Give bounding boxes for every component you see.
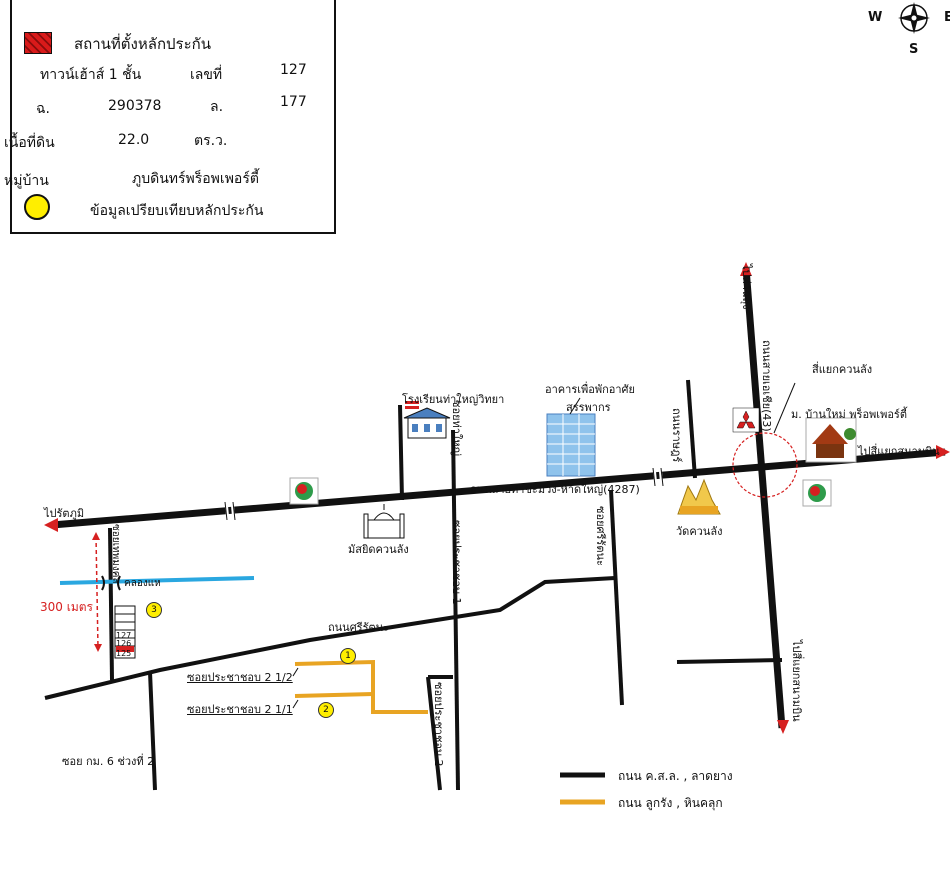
soi-km6 [148,671,157,791]
label-mosque: มัสยิดควนลัง [348,543,409,556]
comparable-marker-icon [24,194,50,220]
compass-south: S [909,42,919,57]
label-revenue-1: อาคารเพื่อพักอาศัย [545,383,635,396]
south-arrow-icon [777,720,789,734]
number-label: เลขที่ [190,67,223,83]
comparable-label: ข้อมูลเปรียบเทียบหลักประกัน [90,203,264,219]
mosque-icon [363,504,405,539]
soi-west [108,527,114,681]
row-127: 127 [116,631,132,640]
key-paved-label: ถนน ค.ส.ล. , ลาดยาง [618,769,733,783]
label-sriratana-road: ถนนศรีรัตนะ [328,621,390,634]
gravel-road-2 [294,692,374,698]
comparable-badge-3: 3 [146,602,162,618]
label-main-road: ถนนสายท่าชะมวง-หาดใหญ่(4287) [470,483,640,496]
soi-si-ratana [609,489,624,706]
chanote-label: ฉ. [36,101,50,117]
east-spur [676,658,783,664]
lot-label: ล. [210,99,224,115]
village-value: ภูบดินทร์พร็อพเพอร์ตี้ [132,171,259,187]
label-soi-prachachob-1: ซอยประชาชอบ 1 [450,520,463,605]
site-label: สถานที่ตั้งหลักประกัน [74,35,211,53]
label-soi-km6: ซอย กม. 6 ช่วงที่ 2 [62,755,155,768]
label-soi-thep-mongkon: ซอยเทพมงคล [110,524,121,584]
area-value: 22.0 [118,132,150,148]
label-school: โรงเรียนท่าใหญ่วิทยา [402,393,505,406]
comparable-badge-1: 1 [340,648,356,664]
highway-43 [742,267,786,729]
gravel-road-1 [294,659,428,714]
label-to-east: ไปสี่แยกสนามบิน [858,445,940,458]
sriratana-road [44,576,616,700]
soi-school [398,404,404,501]
label-soi-1-1: ซอยประชาชอบ 2 1/1 [187,703,293,716]
area-label: เนื้อที่ดิน [4,135,55,151]
east-arrow-icon [936,445,950,459]
label-to-south: ไปสี่แยกสนามบิน [790,640,803,722]
village-label: หมู่บ้าน [4,173,49,189]
soi-ratsadon [686,379,697,479]
label-canal: คลองแห [124,578,161,589]
label-distance: 300 เมตร [40,600,93,614]
label-revenue-2: สรรพากร [566,401,611,414]
label-soi-prachachob-2: ซอยประชาชอบ 2 [432,682,445,767]
row-125: 125 [116,649,132,658]
label-soi-tha-yai: ซอยท่าใหญ่ [450,400,463,456]
lot-value: 177 [280,94,307,110]
key-gravel-label: ถนน ลูกรัง , หินคลุก [618,796,723,810]
site-marker-icon [24,32,52,54]
label-road-ratsadon: ถนนราษฎร์ [670,408,683,463]
village-house-icon [805,417,857,463]
label-temple: วัดควนลัง [676,525,723,538]
comparable-badge-2: 2 [318,702,334,718]
north-arrow-icon [740,262,752,276]
chanote-value: 290378 [108,98,162,114]
label-soi-si-ratana: ซอยศรีรัตนะ [594,506,607,566]
school-icon [403,401,451,439]
label-village: ม. บ้านใหม่ พร็อพเพอร์ตี้ [791,408,907,421]
label-soi-1-2: ซอยประชาชอบ 2 1/2 [187,671,293,684]
soi-prachachob-2 [426,676,442,791]
label-road-43: ถนนสายเอเชีย(43) [760,340,773,432]
compass-icon: W E S [868,0,950,60]
gas-station-icon [289,477,319,505]
mitsubishi-logo-icon [732,407,760,433]
site-marker [116,646,134,652]
label-to-rat-phum: ไปรัตภูมิ [44,507,85,520]
soi-tha-yai [451,429,460,791]
compass-east: E [944,10,950,25]
main-road [51,448,946,529]
legend-box: สถานที่ตั้งหลักประกัน ทาวน์เฮ้าส์ 1 ชั้น… [4,0,336,234]
revenue-building-icon [546,397,596,477]
label-to-north: ไปท่าฉลุง [740,264,753,310]
distance-marker [95,535,99,649]
row-126: 126 [116,639,132,648]
townhouse-row [114,605,136,659]
label-junction: สี่แยกควนลัง [812,363,873,376]
house-type: ทาวน์เฮ้าส์ 1 ชั้น [40,67,142,83]
area-unit: ตร.ว. [194,133,228,149]
number-value: 127 [280,62,307,78]
compass-west: W [868,10,883,25]
junction-circle [732,432,798,498]
canal [59,576,255,585]
gas-station-icon-east [802,479,832,507]
temple-icon [677,478,721,515]
west-arrow-icon [44,518,58,532]
